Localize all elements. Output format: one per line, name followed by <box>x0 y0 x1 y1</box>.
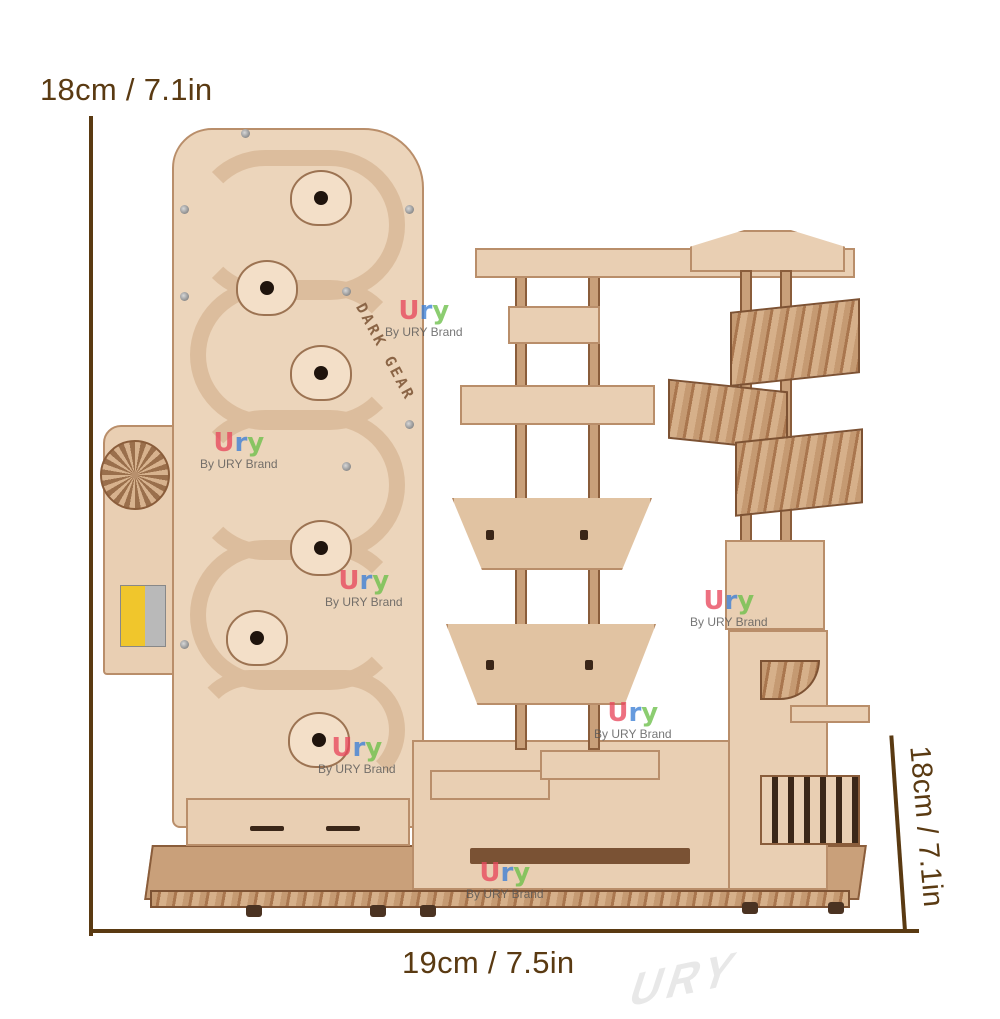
motor-battery <box>120 585 166 647</box>
lift-cam-pivot <box>226 610 288 666</box>
base-foot <box>370 905 386 917</box>
watermark-text: By URY Brand <box>690 615 768 629</box>
watermark: Ury By URY Brand <box>318 735 396 776</box>
lift-cam-pivot <box>290 520 352 576</box>
lift-cam-pivot <box>290 170 352 226</box>
base-foot <box>246 905 262 917</box>
slot <box>326 826 360 831</box>
watermark-text: By URY Brand <box>594 727 672 741</box>
watermark-text: By URY Brand <box>325 595 403 609</box>
bolt <box>180 205 189 214</box>
stair-step <box>540 750 660 780</box>
base-foot <box>828 902 844 914</box>
base-foot <box>742 902 758 914</box>
window <box>486 660 494 670</box>
rail-fence <box>760 775 860 845</box>
window <box>470 848 690 864</box>
ury-logo: Ury <box>479 858 531 888</box>
pagoda-top <box>690 230 845 272</box>
ury-logo: Ury <box>338 566 390 596</box>
base-foot <box>420 905 436 917</box>
bolt <box>405 205 414 214</box>
lift-cam-pivot <box>236 260 298 316</box>
width-dimension-line <box>89 929 919 933</box>
bolt <box>405 420 414 429</box>
lift-cam-pivot <box>290 345 352 401</box>
watermark: Ury By URY Brand <box>466 860 544 901</box>
height-dimension-line <box>89 116 93 936</box>
watermark: Ury By URY Brand <box>385 298 463 339</box>
lift-cam-pivot <box>288 712 350 768</box>
shelf <box>460 385 655 425</box>
ury-logo: Ury <box>607 698 659 728</box>
width-dimension-label: 19cm / 7.5in <box>402 945 575 980</box>
bolt <box>342 287 351 296</box>
watermark-text: By URY Brand <box>466 887 544 901</box>
window <box>486 530 494 540</box>
stick-beam <box>790 705 870 723</box>
lift-frame <box>725 540 825 630</box>
watermark: Ury By URY Brand <box>325 568 403 609</box>
spiral-stairs <box>735 428 863 517</box>
bolt <box>180 640 189 649</box>
ury-logo: Ury <box>331 733 383 763</box>
spiral-track <box>190 150 405 300</box>
ury-logo: Ury <box>213 428 265 458</box>
bolt <box>180 292 189 301</box>
hex-funnel <box>446 624 656 705</box>
window <box>585 660 593 670</box>
bolt <box>241 129 250 138</box>
base-edge <box>150 890 850 908</box>
shelf <box>508 306 600 344</box>
watermark: Ury By URY Brand <box>594 700 672 741</box>
ury-logo: Ury <box>703 586 755 616</box>
slot <box>250 826 284 831</box>
gear-icon <box>100 440 170 510</box>
watermark: Ury By URY Brand <box>690 588 768 629</box>
ury-logo: Ury <box>398 296 450 326</box>
spiral-stairs <box>730 298 860 387</box>
watermark-text: By URY Brand <box>385 325 463 339</box>
window <box>580 530 588 540</box>
stair-step <box>430 770 550 800</box>
watermark-text: By URY Brand <box>318 762 396 776</box>
height-dimension-label: 18cm / 7.1in <box>40 72 213 107</box>
bolt <box>342 462 351 471</box>
tower-base-box <box>186 798 410 846</box>
hex-funnel <box>452 498 652 570</box>
watermark: Ury By URY Brand <box>200 430 278 471</box>
watermark-text: By URY Brand <box>200 457 278 471</box>
